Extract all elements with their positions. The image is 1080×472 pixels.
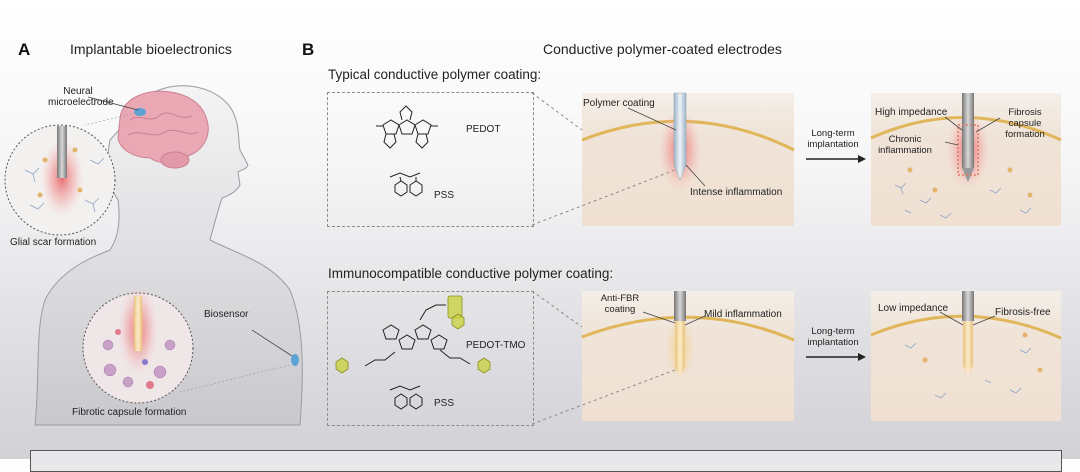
mild-inflammation-label: Mild inflammation (704, 309, 782, 320)
neural-label-line2: microelectrode (48, 97, 114, 108)
typical-cells (894, 182, 1032, 219)
panel-a-letter: A (18, 40, 31, 59)
immuno-arrow-line1: Long-term (811, 326, 855, 337)
anti-fbr-line1: Anti-FBR (600, 293, 640, 304)
anti-fbr-line2: coating (604, 304, 636, 315)
immuno-heading: Immunocompatible conductive polymer coat… (328, 266, 614, 281)
high-impedance-label: High impedance (875, 107, 948, 118)
intense-inflammation-label: Intense inflammation (690, 187, 783, 198)
pedot-tmo-label: PEDOT-TMO (466, 340, 526, 351)
immuno-arrow-label: Long-term implantation (800, 326, 866, 348)
chronic-line1: Chronic (888, 134, 922, 145)
panel-a-title: Implantable bioelectronics (70, 41, 232, 57)
pss-structure-2 (389, 385, 423, 410)
typical-chem-box (327, 92, 534, 227)
polymer-coating-label: Polymer coating (583, 98, 655, 109)
panel-b-illustration (335, 92, 1062, 425)
panel-b-letter: B (302, 40, 315, 59)
chronic-line2: inflammation (878, 145, 932, 156)
chronic-inflammation-label: Chronic inflammation (870, 134, 940, 156)
fibrosis-free-label: Fibrosis-free (995, 307, 1051, 318)
fibrosis-line1: Fibrosis capsule (1008, 107, 1042, 129)
arrow-head-1 (858, 155, 866, 163)
pss-label: PSS (434, 190, 455, 201)
immuno-chem-box (327, 291, 534, 426)
pss-label-2: PSS (434, 398, 455, 409)
neural-label-line1: Neural (63, 86, 93, 97)
pedot-tmo-structure (364, 304, 471, 367)
immuno-cells (904, 342, 1032, 399)
typical-arrow-line2: implantation (807, 139, 859, 150)
fibrotic-capsule-label: Fibrotic capsule formation (72, 407, 187, 418)
biosensor-label: Biosensor (204, 309, 249, 320)
pedot-label: PEDOT (466, 124, 501, 135)
fibrosis-capsule-label: Fibrosis capsule formation (992, 107, 1058, 140)
panel-a-illustration (4, 85, 303, 426)
typical-heading: Typical conductive polymer coating: (328, 67, 542, 82)
neural-microelectrode-label: Neural microelectrode (48, 86, 114, 108)
typical-arrow-label: Long-term implantation (800, 128, 866, 150)
arrow-head-2 (858, 353, 866, 361)
low-impedance-label: Low impedance (878, 303, 949, 314)
pss-structure (389, 172, 423, 197)
pedot-structure (376, 105, 438, 149)
panel-b-title: Conductive polymer-coated electrodes (543, 41, 782, 57)
typical-arrow-line1: Long-term (811, 128, 855, 139)
caption-box (30, 450, 1062, 472)
tmo-highlights (335, 295, 491, 374)
fibrosis-line2: formation (1005, 129, 1045, 140)
anti-fbr-label: Anti-FBR coating (594, 293, 646, 315)
glial-scar-label: Glial scar formation (10, 237, 97, 248)
immuno-arrow-line2: implantation (807, 337, 859, 348)
